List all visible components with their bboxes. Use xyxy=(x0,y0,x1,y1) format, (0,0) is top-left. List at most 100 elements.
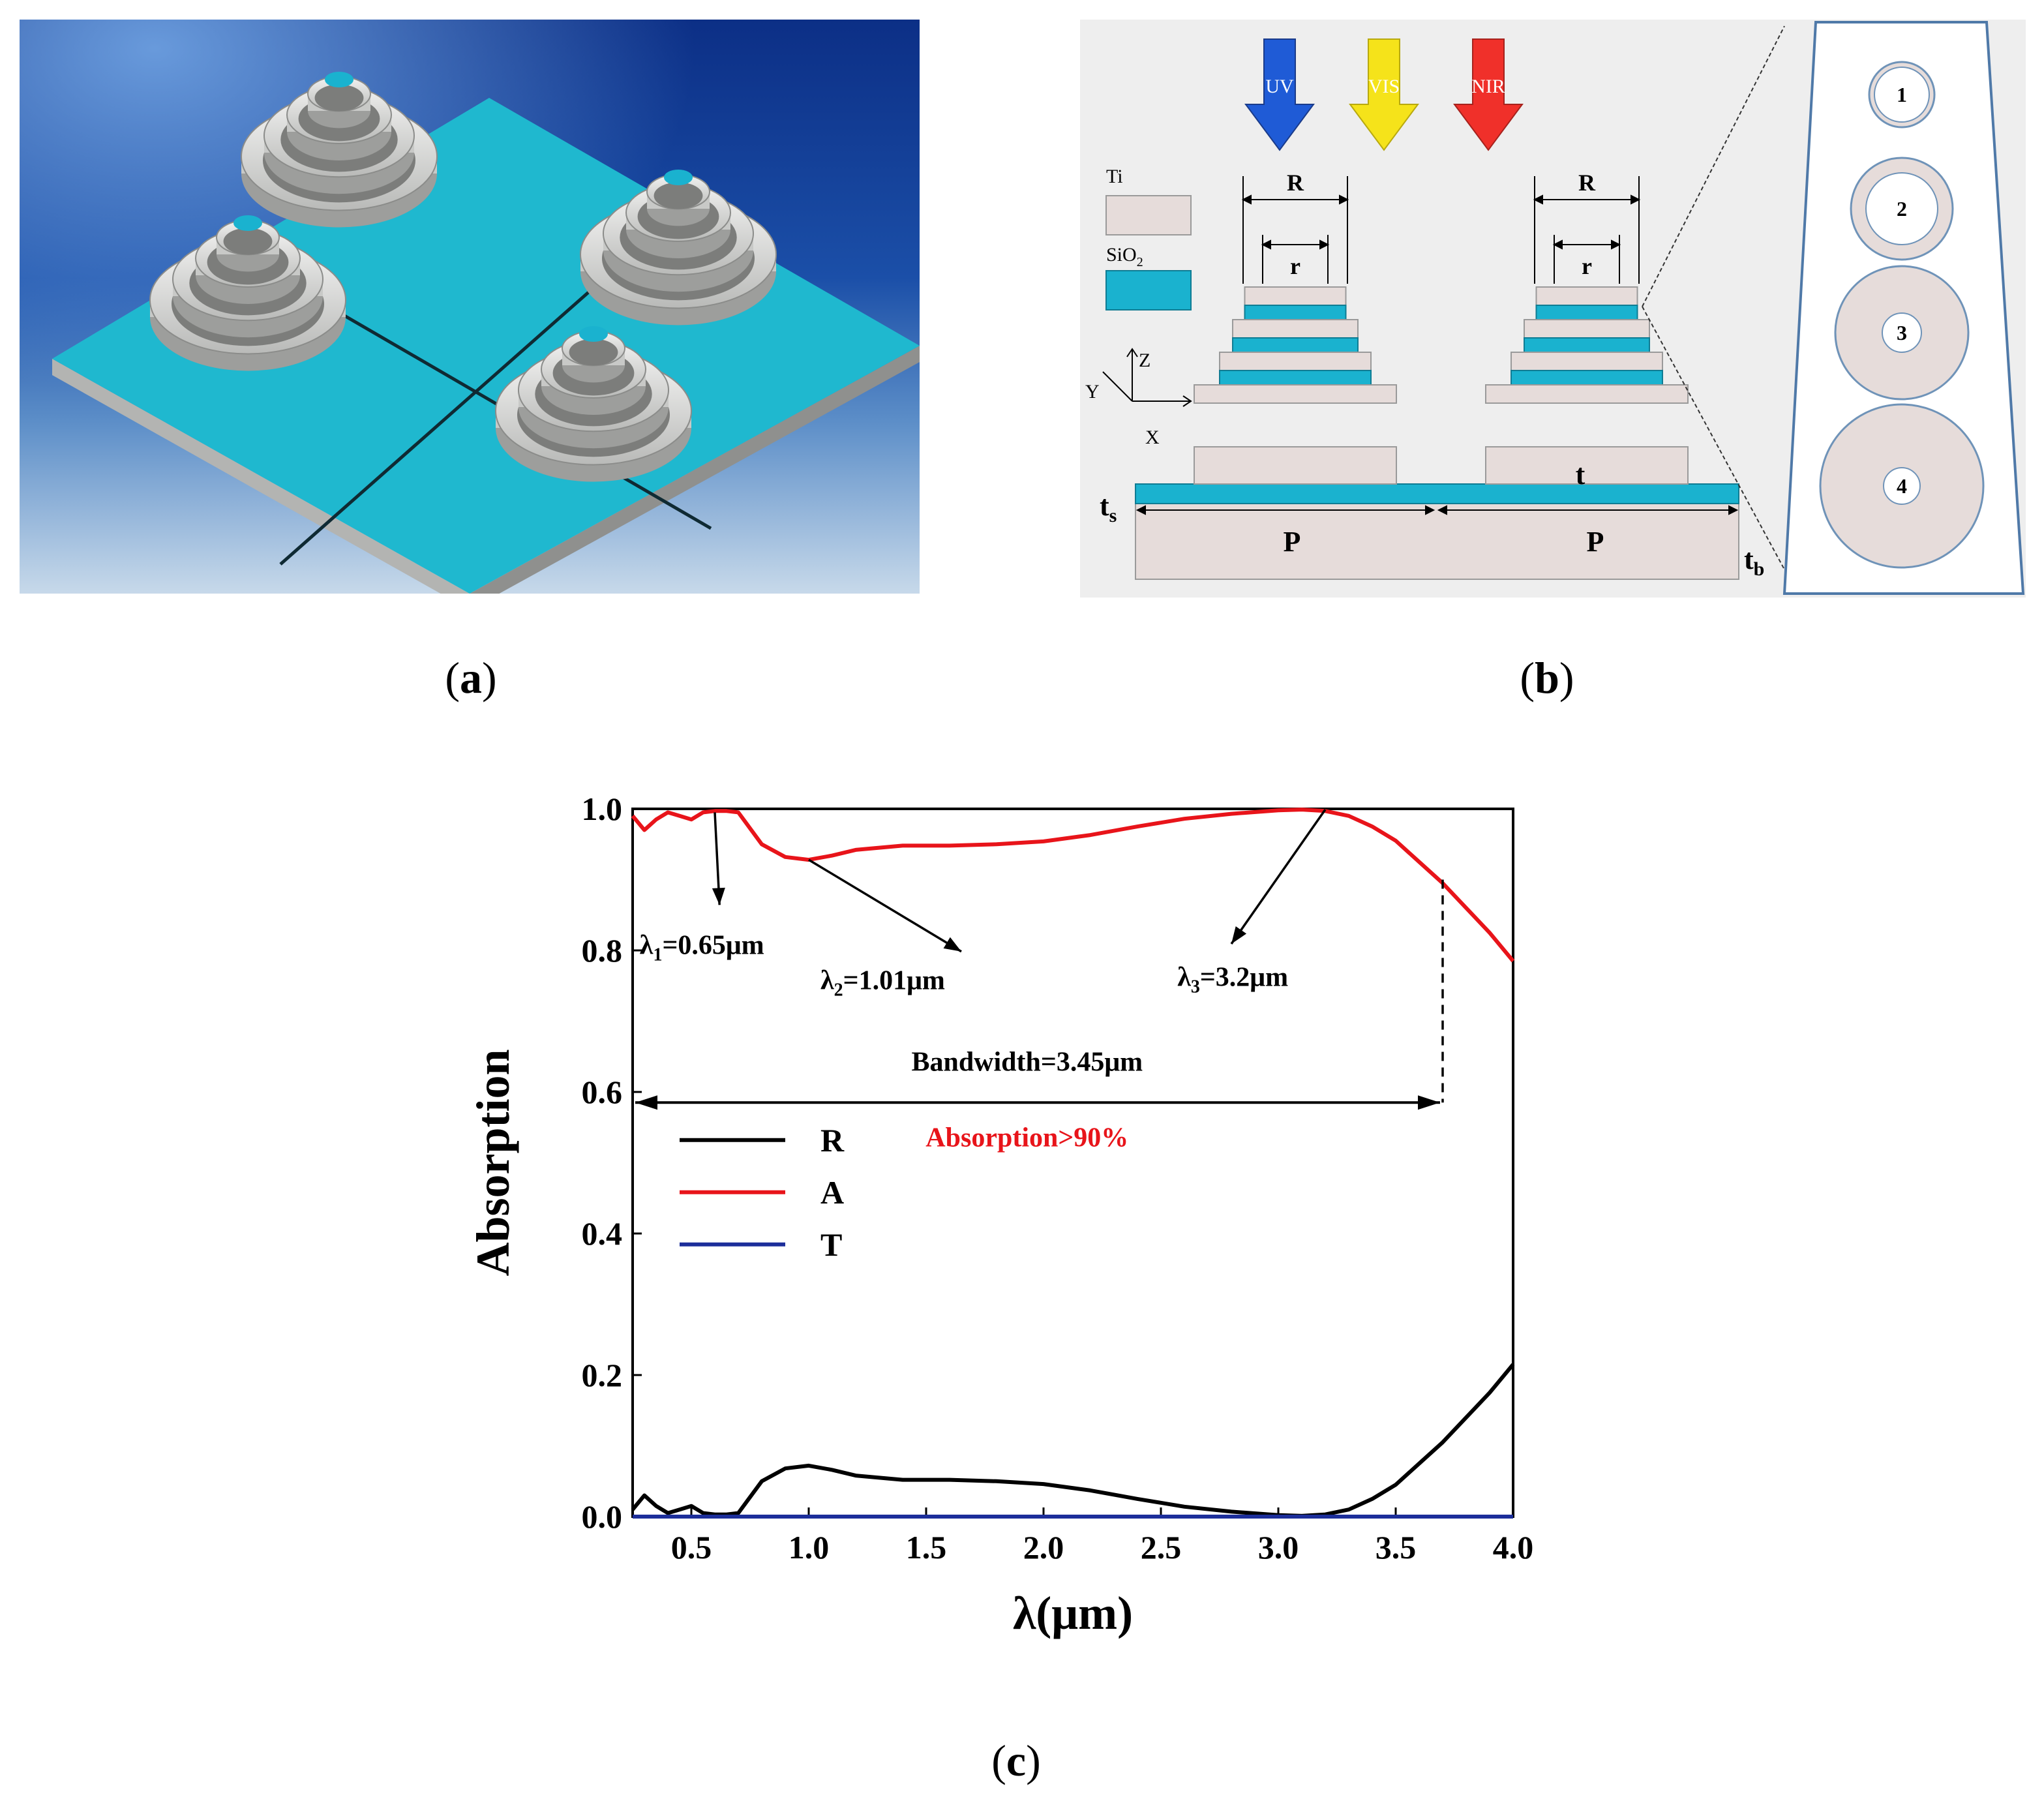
sio2-layer xyxy=(1510,370,1663,386)
y-axis-label: Absorption xyxy=(467,1049,519,1276)
period-arrows xyxy=(1135,505,1739,515)
ring-hole xyxy=(314,84,364,112)
ti-layer xyxy=(1232,319,1359,339)
caption-a: (a) xyxy=(445,653,497,703)
period-label-right: P xyxy=(1587,526,1604,558)
x-tick-label: 1.5 xyxy=(906,1529,947,1566)
sio2-spacer-layer xyxy=(1135,483,1739,504)
coordinate-axes xyxy=(1102,348,1192,407)
x-tick-label: 2.5 xyxy=(1141,1529,1182,1566)
ring-hole xyxy=(569,339,618,366)
ring-core xyxy=(325,72,353,87)
axis-y-label: Y xyxy=(1085,381,1100,402)
ring-stack-3d xyxy=(580,170,777,325)
zoom-line-top xyxy=(1642,25,1785,307)
threshold-label: Absorption>90% xyxy=(925,1123,1128,1153)
period-label-left: P xyxy=(1284,526,1301,558)
legend-ti-swatch xyxy=(1105,195,1192,235)
layer-thickness-label: t xyxy=(1576,459,1586,491)
svg-text:NIR: NIR xyxy=(1471,76,1505,97)
incident-arrow-nir: NIR xyxy=(1453,38,1524,151)
bandwidth-arrow xyxy=(635,1095,1440,1110)
ring-hole xyxy=(654,182,703,209)
incident-arrow-vis: VIS xyxy=(1349,38,1419,151)
lambda2-label: λ2=1.01μm xyxy=(820,966,945,1001)
cross-section-diagram: UV VIS NIR Ti SiO2 Z Y X xyxy=(1080,20,2026,598)
x-tick-label: 1.0 xyxy=(789,1529,830,1566)
ti-bottom-ring xyxy=(1194,446,1397,485)
legend-label-R: R xyxy=(820,1122,845,1158)
sio2-layer xyxy=(1232,337,1359,353)
x-tick-label: 0.5 xyxy=(671,1529,712,1566)
axis-x-label: X xyxy=(1145,427,1160,448)
legend-label-A: A xyxy=(820,1174,844,1211)
ring-core xyxy=(579,326,608,342)
lambda1-label: λ1=0.65μm xyxy=(640,930,764,965)
ti-base-layer xyxy=(1135,503,1739,580)
ring-stack-3d xyxy=(149,215,346,371)
ring-top-view: 4 xyxy=(1819,403,1985,569)
substrate-side-left xyxy=(52,359,470,610)
lambda1-arrow xyxy=(712,812,725,905)
ring-number-label: 4 xyxy=(1897,474,1907,498)
legend-sio2-swatch xyxy=(1105,270,1192,310)
ring-top-view: 2 xyxy=(1850,157,1954,261)
y-tick-label: 0.8 xyxy=(582,932,623,969)
ring-stack-3d xyxy=(241,72,438,228)
ring-hole xyxy=(223,228,273,255)
ti-layer xyxy=(1219,352,1372,371)
lambda3-arrow xyxy=(1230,809,1327,945)
y-tick-label: 0.2 xyxy=(582,1357,623,1393)
y-tick-label: 0.6 xyxy=(582,1074,623,1110)
outer-radius-label-left: R xyxy=(1287,170,1304,196)
x-tick-label: 3.0 xyxy=(1258,1529,1299,1566)
x-axis-label: λ(μm) xyxy=(1013,1587,1133,1639)
ring-top-view: 3 xyxy=(1834,265,1970,401)
ring-stacks-cross-section xyxy=(1194,286,1689,485)
ring-core xyxy=(233,215,262,231)
ring-core xyxy=(664,170,693,185)
sio2-layer xyxy=(1219,370,1372,386)
y-tick-label: 1.0 xyxy=(582,791,623,827)
panel-a-3d-render xyxy=(20,20,920,610)
radius-marks-right xyxy=(1533,176,1641,284)
x-tick-label: 2.0 xyxy=(1023,1529,1064,1566)
ring-top-view: 1 xyxy=(1868,61,1936,129)
plot-frame xyxy=(631,808,1514,1518)
series-line-A xyxy=(631,808,1515,963)
ring-number-label: 1 xyxy=(1897,83,1907,106)
substrate-side-right xyxy=(470,346,920,610)
x-tick-label: 3.5 xyxy=(1375,1529,1417,1566)
ti-layer xyxy=(1244,286,1347,306)
y-tick-label: 0.4 xyxy=(582,1215,623,1252)
ring-stack-3d xyxy=(495,326,692,482)
x-tick-label: 4.0 xyxy=(1493,1529,1534,1566)
radius-marks-left xyxy=(1241,176,1349,284)
series-line-R xyxy=(631,1363,1515,1518)
bandwidth-label: Bandwidth=3.45μm xyxy=(911,1047,1143,1077)
ti-bottom-ring xyxy=(1485,446,1689,485)
inner-radius-label-right: r xyxy=(1582,253,1592,279)
ti-layer xyxy=(1535,286,1638,306)
caption-b: (b) xyxy=(1520,653,1574,703)
ring-number-label: 3 xyxy=(1897,321,1907,344)
ti-layer xyxy=(1524,319,1650,339)
ti-layer xyxy=(1485,384,1689,404)
svg-text:VIS: VIS xyxy=(1368,76,1400,97)
base-thickness-label: tb xyxy=(1744,543,1764,580)
ring-top-views: 1 2 3 4 xyxy=(1819,61,1985,569)
sio2-layer xyxy=(1535,305,1638,320)
ti-layer xyxy=(1510,352,1663,371)
legend-label-T: T xyxy=(820,1226,842,1263)
absorber-3d-render xyxy=(20,20,920,610)
lambda2-arrow xyxy=(808,858,962,953)
outer-radius-label-right: R xyxy=(1578,170,1596,196)
lambda3-label: λ3=3.2μm xyxy=(1177,962,1288,997)
axis-z-label: Z xyxy=(1139,350,1150,371)
legend-sio2-label: SiO2 xyxy=(1106,244,1143,269)
zoom-line-bottom xyxy=(1642,306,1798,594)
ti-layer xyxy=(1194,384,1397,404)
panel-b-cross-section: UV VIS NIR Ti SiO2 Z Y X xyxy=(1080,20,2026,598)
